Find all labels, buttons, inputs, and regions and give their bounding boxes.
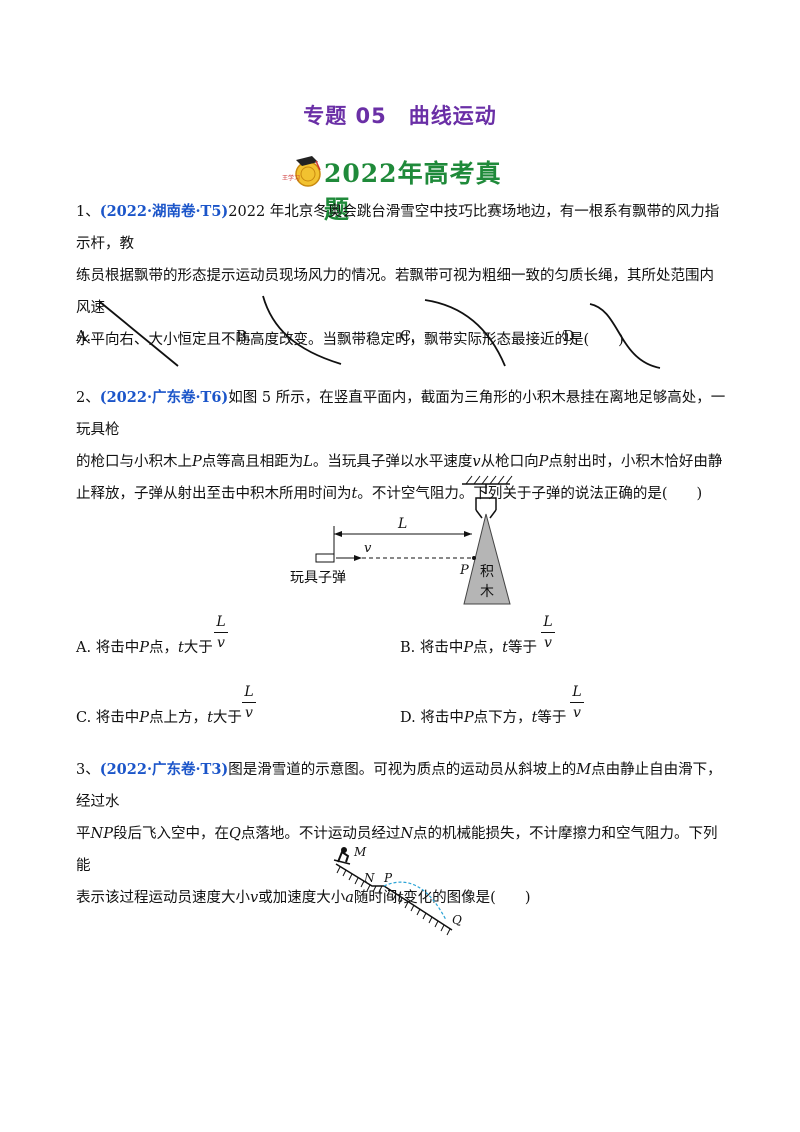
q1-option-a-label: A.: [76, 329, 92, 345]
q1-line-1: 1、(2022·湖南卷·T5)2022 年北京冬奥会跳台滑雪空中技巧比赛场地边，…: [76, 203, 720, 252]
q2-option-b: B. 将击中P点，t等于: [400, 640, 537, 656]
q2-option-d: D. 将击中P点下方，t等于: [400, 710, 567, 726]
q2-option-c: C. 将击中P点上方，t大于: [76, 710, 242, 726]
svg-text:M: M: [353, 845, 367, 859]
banner-text: 2022年高考真题: [324, 159, 502, 224]
q2-option-a: A. 将击中P点，t大于: [76, 640, 213, 656]
q1-option-d-label: D.: [563, 329, 579, 345]
q3-ski-slope-diagram: M N P Q: [333, 845, 462, 936]
svg-text:L: L: [397, 516, 407, 532]
question-2-text: 2、(2022·广东卷·T6)如图 5 所示，在竖直平面内，截面为三角形的小积木…: [76, 382, 728, 510]
q1-option-curves: [99, 295, 661, 369]
logo-text: 王学习: [282, 174, 300, 182]
q1-option-c-label: C.: [400, 329, 416, 345]
q3-line-2: 平NP段后飞入空中，在Q点落地。不计运动员经过N点的机械能损失，不计摩擦力和空气…: [76, 826, 718, 874]
q1-curve-b: [262, 295, 342, 365]
q1-curve-c: [424, 299, 506, 367]
ski-track: [335, 863, 453, 931]
svg-text:N: N: [363, 871, 375, 885]
banner: 王学习 2022年高考真题: [282, 150, 522, 224]
skier-icon: [333, 847, 351, 865]
q2-source: (2022·广东卷·T6): [99, 389, 229, 406]
title-part-2: 曲线运动: [408, 104, 497, 128]
q1-curve-d: [589, 303, 661, 369]
question-3-text: 3、(2022·广东卷·T3)图是滑雪道的示意图。可视为质点的运动员从斜坡上的M…: [76, 754, 728, 914]
flight-path: [383, 881, 447, 921]
q1-line-2: 练员根据飘带的形态提示运动员现场风力的情况。若飘带可视为粗细一致的匀质长绳，其所…: [76, 268, 714, 316]
q2-diagram: 积 木 L v P 玩具子弹: [290, 475, 513, 605]
logo-icon: 王学习: [282, 156, 321, 187]
svg-text:积: 积: [480, 564, 494, 580]
q3-line-1: 3、(2022·广东卷·T3)图是滑雪道的示意图。可视为质点的运动员从斜坡上的M…: [76, 761, 722, 810]
q1-option-b-label: B.: [236, 329, 252, 345]
q3-source: (2022·广东卷·T3): [99, 761, 229, 778]
q1-curve-a: [99, 301, 179, 367]
page-title: 专题 05 曲线运动: [0, 100, 800, 130]
q2-line-1: 2、(2022·广东卷·T6)如图 5 所示，在竖直平面内，截面为三角形的小积木…: [76, 389, 726, 438]
q2-line-2: 的枪口与小积木上P点等高且相距为L。当玩具子弹以水平速度v从枪口向P点射出时，小…: [76, 454, 723, 470]
svg-text:v: v: [364, 541, 372, 556]
q3-line-3: 表示该过程运动员速度大小v或加速度大小a随时间t变化的图像是( ): [76, 890, 531, 906]
toy-bullet-label: 玩具子弹: [290, 570, 346, 586]
svg-text:P: P: [459, 563, 469, 578]
svg-text:Q: Q: [452, 913, 462, 927]
svg-text:P: P: [383, 871, 393, 885]
toy-gun-icon: [315, 553, 335, 563]
q1-source: (2022·湖南卷·T5): [99, 203, 229, 220]
q2-line-3: 止释放，子弹从射出至击中积木所用时间为t。不计空气阻力。下列关于子弹的说法正确的…: [76, 486, 703, 502]
svg-text:木: 木: [480, 584, 494, 600]
title-part-1: 专题 05: [303, 104, 387, 128]
